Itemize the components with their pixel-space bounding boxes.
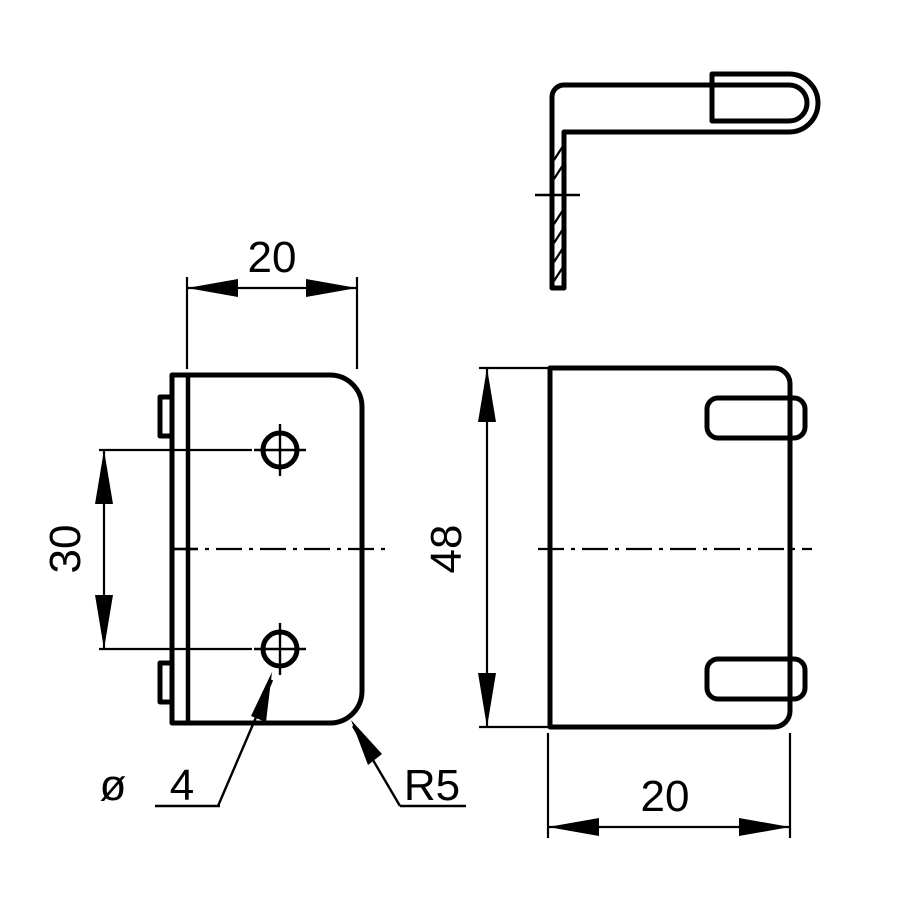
side-view-body-outline (547, 365, 793, 730)
view-section-profile (535, 71, 821, 291)
note-corner-radius-label: R5 (404, 761, 460, 810)
dim-hole-spacing-label: 30 (41, 525, 90, 574)
section-hatching (553, 145, 564, 282)
dimension-width-bottom: 20 (546, 733, 792, 838)
dim-hole-spacing-arrow-top (95, 450, 113, 504)
note-hole-diameter-arrowhead (251, 672, 272, 722)
front-view-tab-upper (157, 394, 175, 439)
note-hole-diameter: ø 4 (100, 672, 274, 810)
note-hole-diameter-value: 4 (170, 761, 194, 810)
dim-height-label: 48 (422, 525, 471, 574)
side-view-tab-upper (704, 395, 808, 441)
dimension-width-top: 20 (185, 233, 359, 369)
note-hole-diameter-symbol: ø (100, 761, 127, 810)
note-corner-radius: R5 (351, 720, 466, 810)
front-view-tab-lower (157, 660, 175, 705)
front-view-hole-lower (99, 623, 306, 675)
dim-width-bottom-label: 20 (641, 772, 690, 821)
view-front: 20 30 ø 4 R5 (41, 233, 466, 810)
side-view-tab-lower (704, 656, 808, 702)
dim-width-top-arrow-right (306, 279, 357, 297)
note-corner-radius-arrowhead (351, 720, 382, 765)
dim-width-top-arrow-left (187, 279, 238, 297)
dim-height-arrow-bottom (478, 673, 496, 727)
dim-height-arrow-top (478, 368, 496, 422)
dimension-height: 48 (422, 366, 550, 729)
section-profile-outline (549, 71, 821, 291)
view-side: 48 20 (422, 365, 812, 838)
dim-width-top-label: 20 (248, 233, 297, 282)
dim-hole-spacing-arrow-bottom (95, 595, 113, 649)
dim-width-bottom-arrow-left (548, 818, 599, 836)
dim-width-bottom-arrow-right (739, 818, 790, 836)
front-view-hole-upper (99, 424, 306, 476)
front-view-plate-outline (169, 372, 365, 726)
dimension-hole-spacing: 30 (41, 450, 113, 649)
